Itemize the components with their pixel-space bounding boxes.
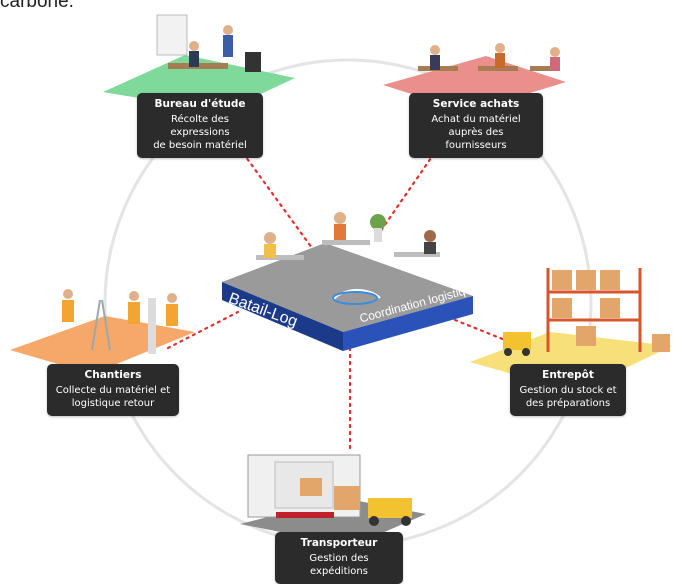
node-chantiers-desc-2: logistique retour (71, 398, 155, 409)
connector-entrepot (453, 318, 512, 344)
connector-bureau (233, 140, 314, 250)
transport-scene-illustration (247, 454, 412, 526)
node-entrepot-desc-2: des préparations (525, 398, 611, 409)
node-chantiers-desc-1: Collecte du matériel et (55, 385, 171, 396)
hub-front-right (343, 296, 473, 351)
node-achats-desc-2: auprès des fournisseurs (445, 127, 507, 151)
node-chantiers-label: Chantiers Collecte du matériel et logist… (47, 364, 179, 416)
header-fragment: carbone. (0, 0, 74, 12)
node-chantiers-title: Chantiers (84, 369, 142, 381)
node-bureau-desc-1: Récolte des expressions (170, 114, 230, 138)
node-transporteur-title: Transporteur (300, 537, 378, 549)
connector-achats (378, 140, 444, 234)
hub-front-left (222, 282, 343, 351)
node-bureau-desc-2: de besoin matériel (153, 140, 247, 151)
node-transporteur-label: Transporteur Gestion des expéditions (275, 532, 403, 584)
node-entrepot-title: Entrepôt (542, 369, 594, 381)
hub-logo-swirl (332, 291, 378, 305)
node-achats-title: Service achats (432, 98, 520, 110)
purchasing-scene-illustration (418, 43, 560, 71)
worksite-scene-illustration (62, 289, 178, 354)
node-transporteur-desc-1: Gestion des expéditions (309, 553, 369, 577)
connector-chantiers (166, 310, 240, 350)
node-achats-desc-1: Achat du matériel (431, 114, 521, 125)
hub-office-illustration (256, 212, 440, 305)
warehouse-scene-illustration (503, 268, 670, 356)
node-entrepot-label: Entrepôt Gestion du stock et des prépara… (510, 364, 626, 416)
node-bureau-title: Bureau d'étude (154, 98, 246, 110)
node-achats-label: Service achats Achat du matériel auprès … (409, 93, 543, 158)
hub-top (222, 243, 473, 332)
node-bureau-label: Bureau d'étude Récolte des expressions d… (137, 93, 263, 158)
office-scene-illustration (156, 14, 261, 72)
node-entrepot-desc-1: Gestion du stock et (519, 385, 617, 396)
